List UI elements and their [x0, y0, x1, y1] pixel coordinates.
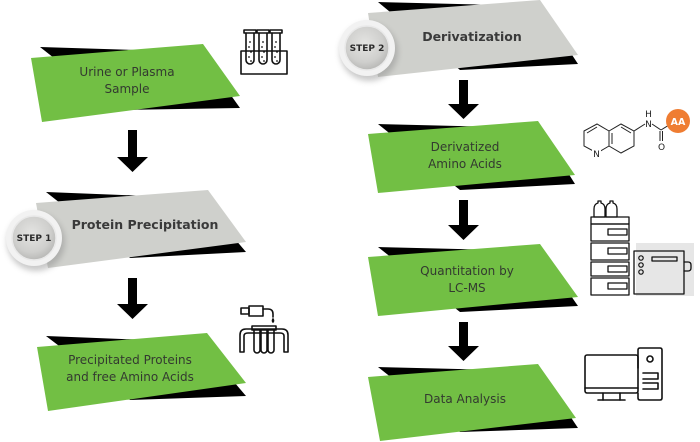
aa-badge: [666, 109, 690, 133]
derivatized-label-line2: Amino Acids: [428, 157, 502, 171]
derivatized-panel: Derivatized Amino Acids: [368, 121, 575, 193]
derivatized-label-line1: Derivatized: [431, 140, 500, 154]
derivatized-panel-shape: [368, 121, 575, 193]
sample-panel-shape: [31, 44, 240, 122]
arrow-down-icon: [117, 130, 148, 172]
amide-nitrogen-label: N: [645, 120, 652, 130]
quantitation-label-line2: LC-MS: [448, 281, 485, 295]
hydrogen-label: H: [645, 110, 652, 120]
step2-badge: STEP 2: [339, 20, 398, 81]
precipitated-panel: Precipitated Proteins and free Amino Aci…: [37, 333, 246, 411]
step1-panel: Protein Precipitation: [36, 190, 246, 268]
arrow-down-icon: [448, 322, 479, 361]
precipitated-label-line1: Precipitated Proteins: [68, 353, 192, 367]
step1-title: Protein Precipitation: [72, 217, 219, 232]
precipitated-label-line2: and free Amino Acids: [66, 370, 194, 384]
arrow-down-icon: [117, 278, 148, 319]
step1-badge: STEP 1: [6, 210, 65, 271]
aa-badge-label: AA: [671, 117, 686, 128]
quantitation-panel: Quantitation by LC-MS: [368, 244, 578, 316]
step1-panel-shape: [36, 190, 246, 268]
analysis-panel-shape: [368, 364, 576, 441]
step2-title: Derivatization: [422, 29, 522, 44]
analysis-label: Data Analysis: [424, 392, 506, 406]
lc-ms-instrument-icon: [590, 200, 694, 296]
step2-panel-shape: [368, 0, 578, 77]
computer-icon: [584, 347, 663, 401]
quinoline-structure-icon: N N H O AA: [583, 109, 690, 160]
sample-label-line1: Urine or Plasma: [79, 65, 174, 79]
step1-badge-label: STEP 1: [17, 234, 52, 244]
ring-nitrogen-label: N: [593, 150, 600, 160]
pipette-tubes-icon: [239, 305, 289, 354]
sample-panel: Urine or Plasma Sample: [31, 44, 240, 122]
sample-label-line2: Sample: [105, 82, 150, 96]
precipitated-panel-shape: [37, 333, 246, 411]
arrow-down-icon: [448, 80, 479, 119]
oxygen-label: O: [658, 143, 665, 153]
arrow-down-icon: [448, 200, 479, 240]
step2-panel: Derivatization: [368, 0, 578, 77]
quantitation-label-line1: Quantitation by: [420, 264, 514, 278]
analysis-panel: Data Analysis: [368, 364, 578, 441]
step2-badge-label: STEP 2: [350, 44, 385, 54]
test-tubes-icon: [240, 29, 288, 75]
quantitation-panel-shape: [368, 244, 578, 316]
